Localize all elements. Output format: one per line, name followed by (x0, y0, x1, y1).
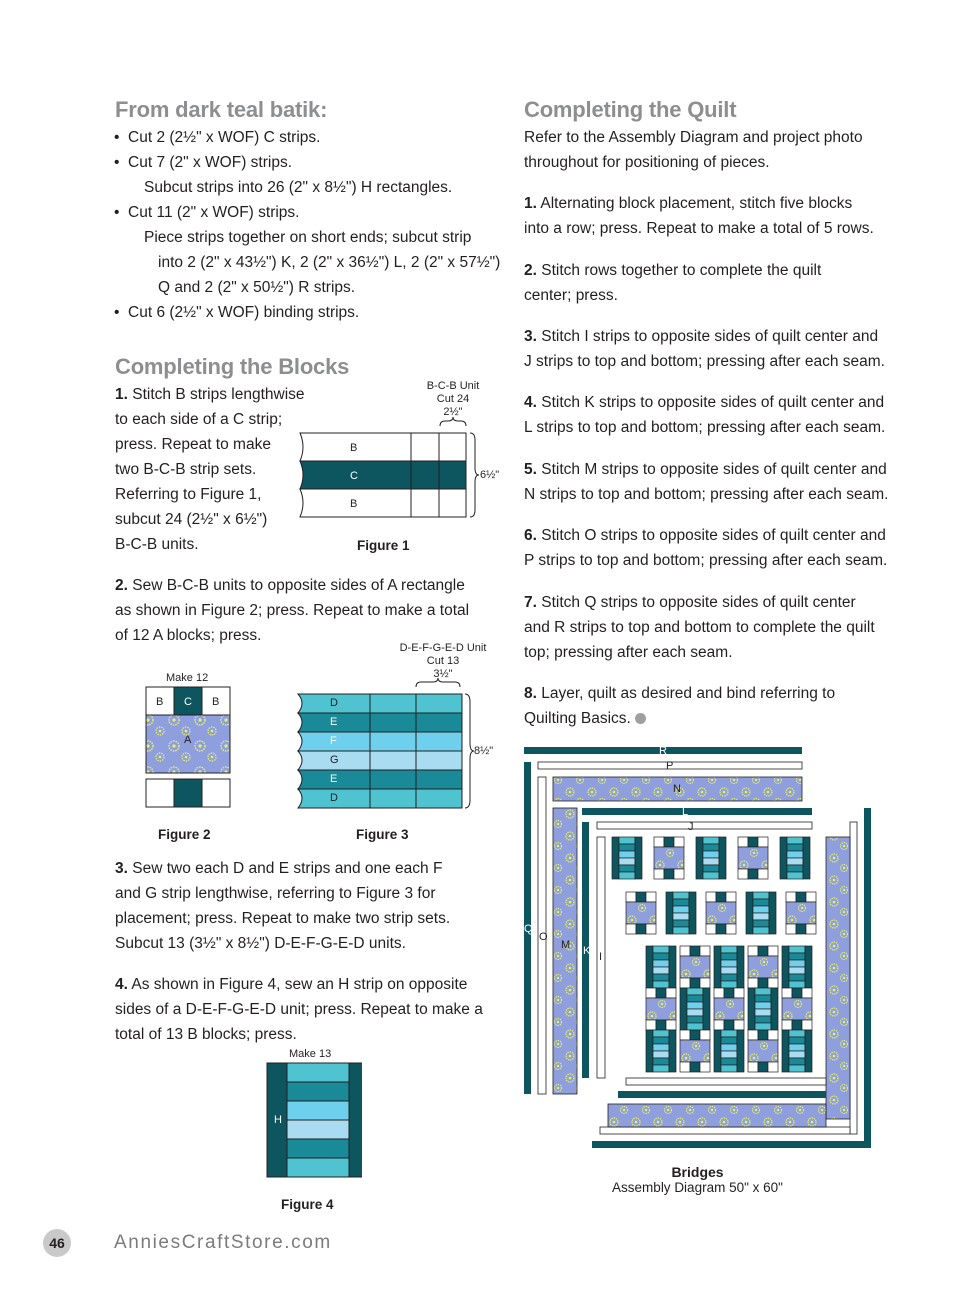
quilt-step-3: 3. Stitch I strips to opposite sides of … (524, 328, 885, 370)
quilt-step-5: 5. Stitch M strips to opposite sides of … (524, 461, 889, 503)
figure-caption: Figure 1 (357, 538, 410, 553)
page-number: 46 (43, 1229, 71, 1257)
figure-caption: Figure 2 (158, 827, 211, 842)
figure-2: Make 12 B C B A Figure 2 (140, 670, 240, 850)
step-4: 4. As shown in Figure 4, sew an H strip … (115, 976, 483, 1043)
strip-label: I (599, 951, 603, 963)
cutting-list: • Cut 2 (2½" x WOF) C strips. • Cut 7 (2… (114, 125, 500, 325)
strip-label: J (688, 821, 694, 833)
list-item: Piece strips together on short ends; sub… (144, 229, 472, 246)
list-item: Subcut strips into 26 (2" x 8½") H recta… (144, 179, 453, 196)
strip-label: Q (524, 923, 533, 935)
list-item: • Cut 7 (2" x WOF) strips. (114, 154, 293, 171)
quilt-step-6: 6. Stitch O strips to opposite sides of … (524, 527, 888, 569)
quilt-step-4: 4. Stitch K strips to opposite sides of … (524, 394, 886, 436)
strip-label: K (583, 945, 591, 957)
list-item: • Cut 2 (2½" x WOF) C strips. (114, 129, 321, 146)
strip-label: R (659, 745, 667, 757)
assembly-caption: Bridges Assembly Diagram 50" x 60" (612, 1164, 783, 1195)
strip-label: M (561, 939, 571, 951)
step-2: 2. Sew B-C-B units to opposite sides of … (115, 577, 470, 644)
step-3: 3. Sew two each D and E strips and one e… (115, 860, 451, 952)
quilt-step-8: 8. Layer, quilt as desired and bind refe… (524, 685, 836, 727)
figure-caption: Figure 3 (356, 827, 409, 842)
section-heading-blocks: Completing the Blocks (115, 354, 350, 379)
intro-text: Refer to the Assembly Diagram and projec… (524, 129, 863, 171)
figure-4: Make 13 H Figure 4 (262, 1046, 362, 1221)
assembly-diagram: R P N L J Q O M K I (520, 742, 880, 1152)
strip-label: L (682, 806, 689, 818)
website-footer: AnniesCraftStore.com (114, 1232, 332, 1253)
strip-label: N (673, 783, 681, 795)
quilt-step-1: 1. Alternating block placement, stitch f… (524, 195, 874, 237)
list-item: • Cut 6 (2½" x WOF) binding strips. (114, 304, 360, 321)
figure-caption: Figure 4 (281, 1197, 334, 1212)
strip-label: O (539, 931, 548, 943)
quilt-step-2: 2. Stitch rows together to complete the … (524, 262, 822, 304)
assembly-diagram-graphic (524, 747, 871, 1148)
list-item: • Cut 11 (2" x WOF) strips. (114, 204, 300, 221)
step-1: 1. Stitch B strips lengthwise to each si… (115, 386, 305, 553)
list-item: into 2 (2" x 43½") K, 2 (2" x 36½") L, 2… (158, 254, 501, 271)
end-mark-icon (635, 713, 647, 724)
list-item: Q and 2 (2" x 50½") R strips. (158, 279, 356, 296)
section-heading-quilt: Completing the Quilt (524, 97, 737, 122)
strip-label: P (666, 760, 674, 772)
quilt-step-7: 7. Stitch Q strips to opposite sides of … (524, 594, 875, 661)
section-heading-teal: From dark teal batik: (115, 97, 328, 122)
